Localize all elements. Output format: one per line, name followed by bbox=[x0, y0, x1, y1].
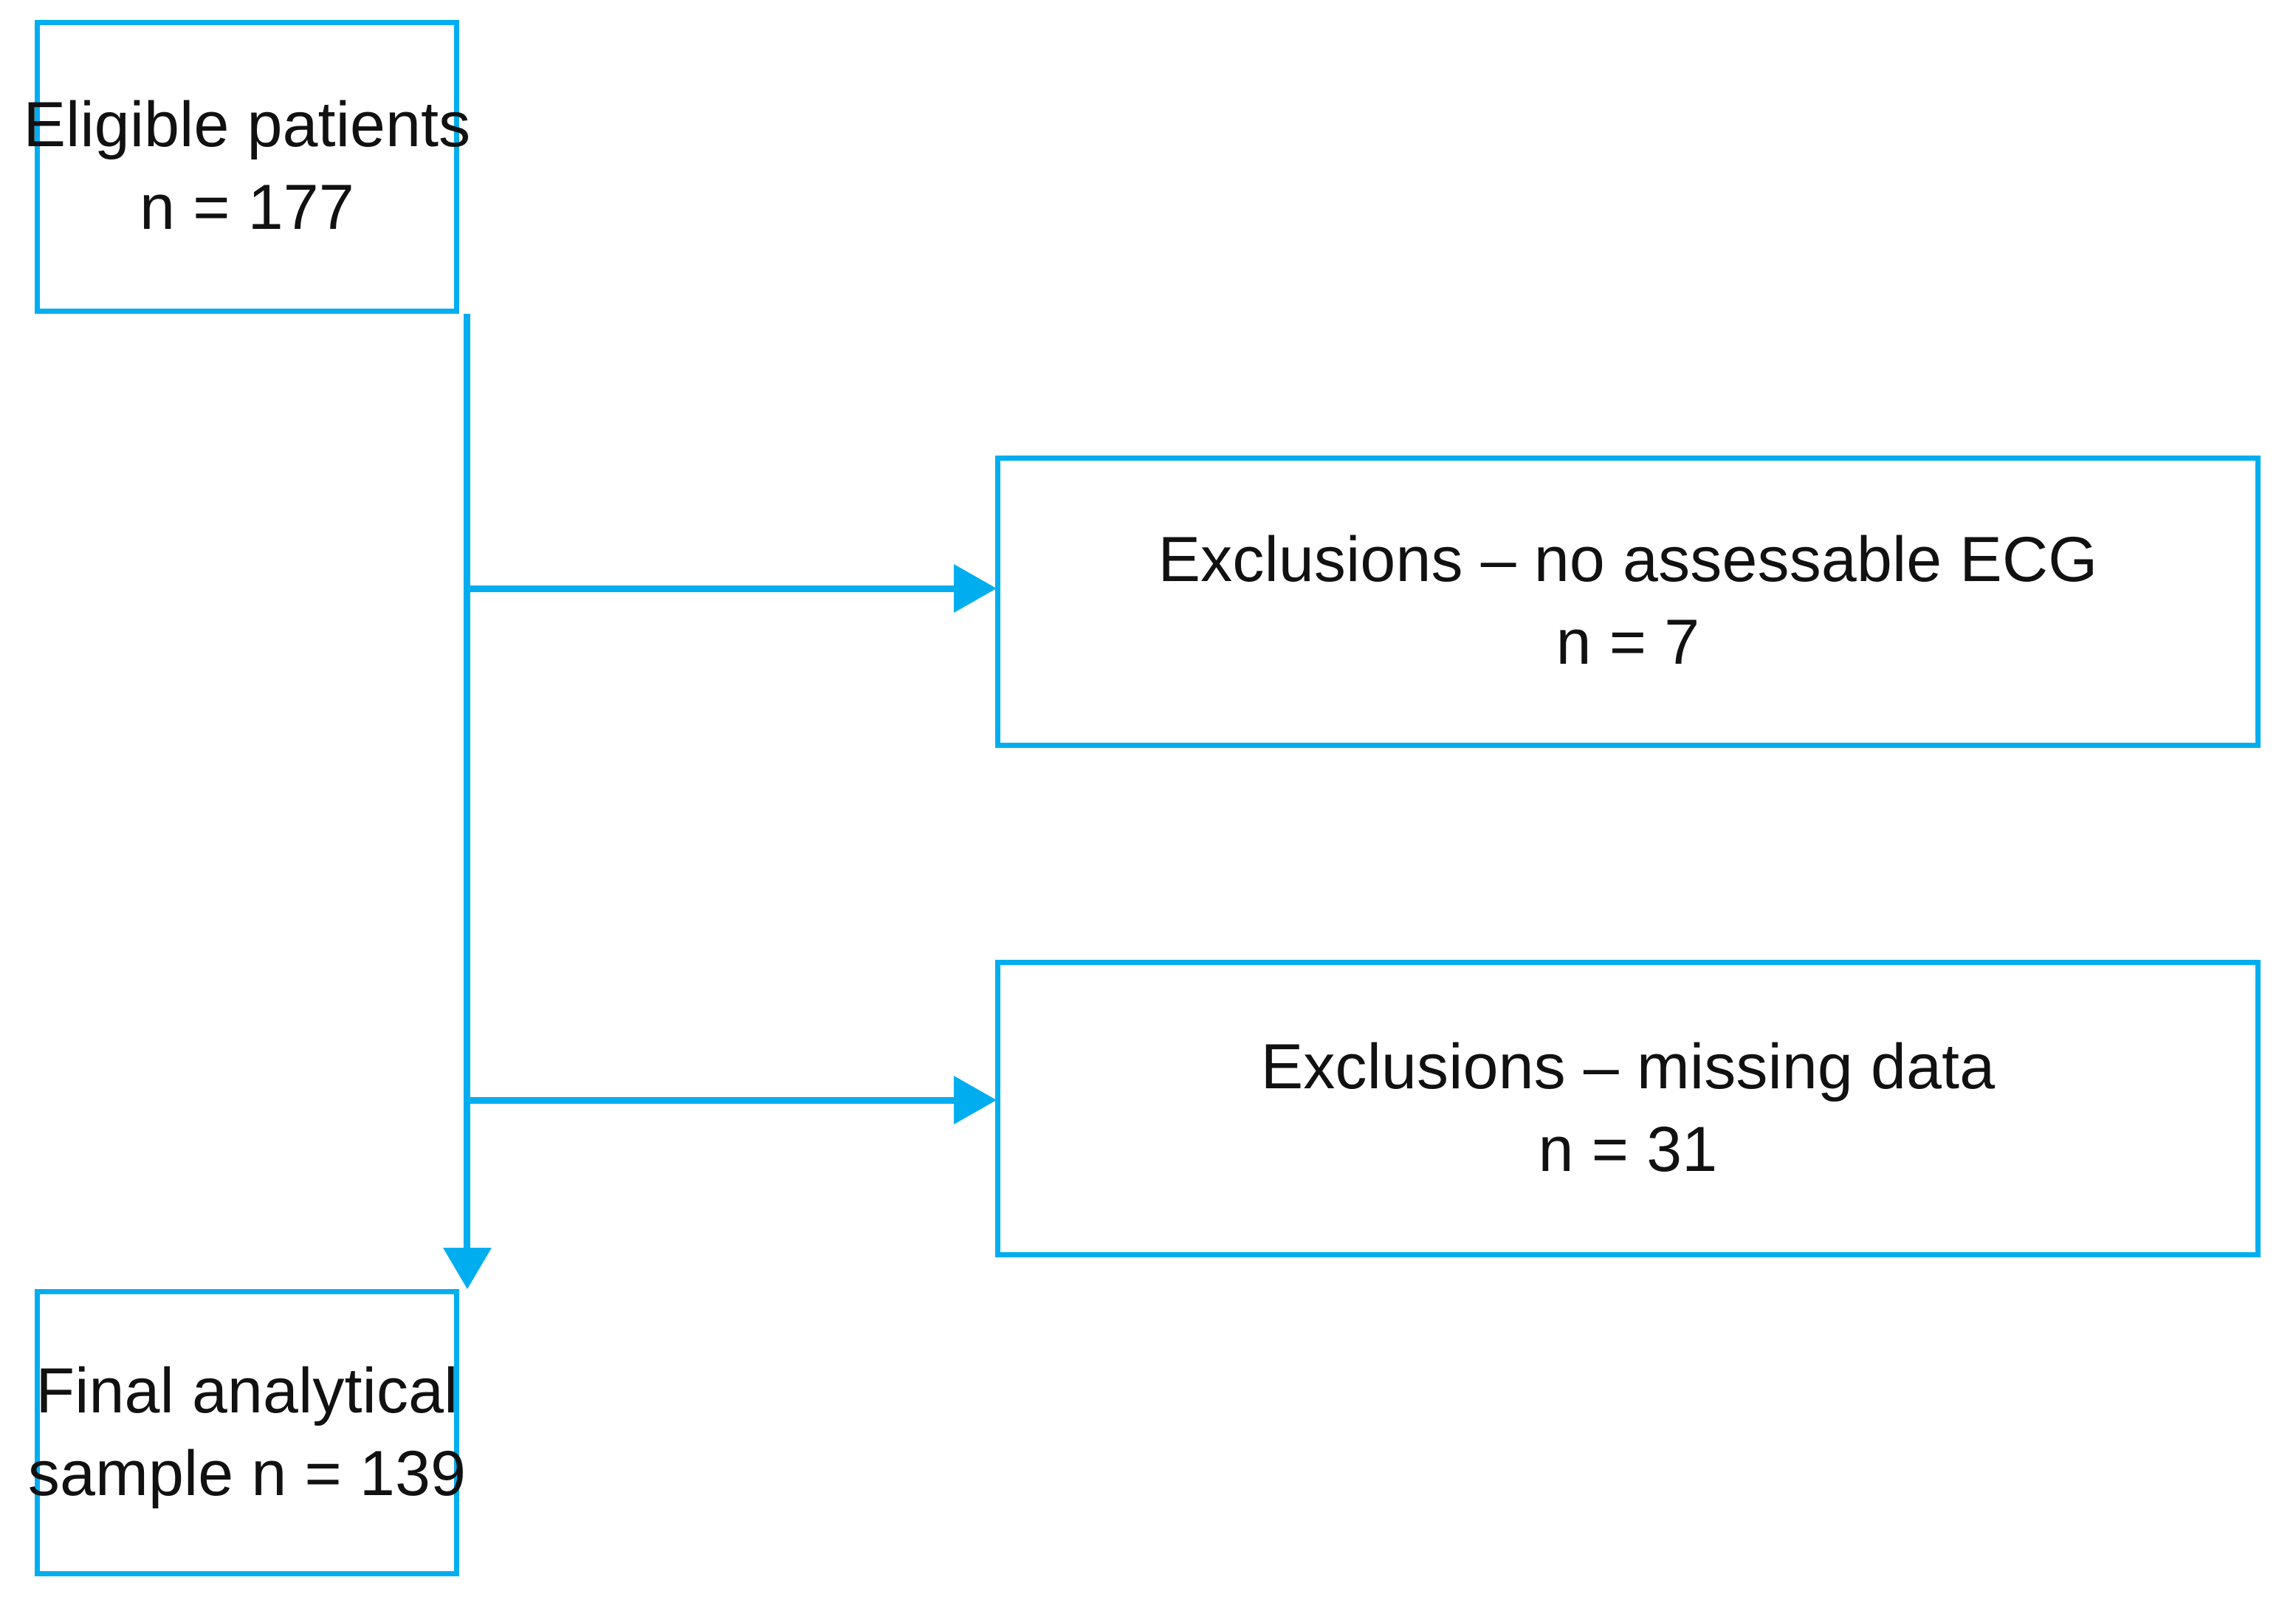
node-exclusions-missing-data: Exclusions – missing data n = 31 bbox=[995, 960, 2261, 1257]
node-final-analytical-sample-label: Final analytical bbox=[35, 1355, 458, 1426]
node-final-analytical-sample-count: sample n = 139 bbox=[27, 1437, 467, 1509]
right-arrowhead-icon-to-exclusions-no-assessable-ecg bbox=[954, 564, 997, 613]
node-exclusions-missing-data-label: Exclusions – missing data bbox=[1260, 1031, 1996, 1102]
node-exclusions-no-assessable-ecg-count: n = 7 bbox=[1556, 607, 1700, 678]
node-final-analytical-sample: Final analytical sample n = 139 bbox=[28, 1289, 466, 1576]
connector-trunk-vertical-line bbox=[464, 314, 470, 1251]
node-exclusions-no-assessable-ecg-label: Exclusions – no assessable ECG bbox=[1158, 524, 2098, 596]
connector-branch-to-exclusions-no-assessable-ecg bbox=[464, 585, 957, 592]
node-eligible-patients-count: n = 177 bbox=[140, 172, 354, 243]
node-eligible-patients-label: Eligible patients bbox=[23, 89, 471, 161]
node-exclusions-no-assessable-ecg: Exclusions – no assessable ECG n = 7 bbox=[995, 456, 2261, 748]
node-eligible-patients: Eligible patients n = 177 bbox=[24, 20, 470, 314]
connector-branch-to-exclusions-missing-data bbox=[464, 1097, 957, 1104]
node-exclusions-missing-data-count: n = 31 bbox=[1538, 1113, 1718, 1185]
right-arrowhead-icon-to-exclusions-missing-data bbox=[954, 1076, 997, 1124]
down-arrowhead-icon-to-final-analytical-sample bbox=[443, 1248, 492, 1289]
